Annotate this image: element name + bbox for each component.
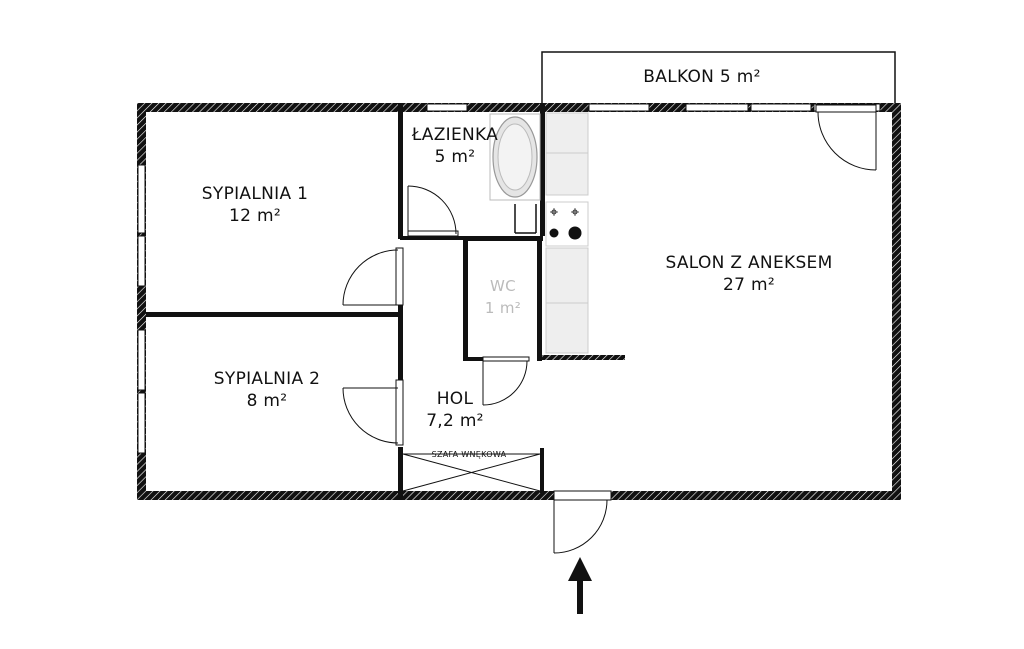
salon-area: 27 m² [723,275,775,295]
hol-area: 7,2 m² [426,411,484,431]
salon-name: SALON Z ANEKSEM [665,253,833,273]
door-swing-icon [342,104,877,554]
sypialnia1-area: 12 m² [229,206,281,226]
closet-label: SZAFA WNĘKOWA [431,450,507,459]
balkon-name: BALKON 5 m² [643,67,761,87]
interior-walls [146,103,545,500]
wc-name: WC [490,277,516,295]
lazienka-area: 5 m² [434,147,476,167]
arrow-up-icon [568,557,592,614]
label-sypialnia1: SYPIALNIA 1 12 m² [202,183,308,227]
label-wc: WC 1 m² [485,275,521,319]
bathtub-icon [489,113,541,201]
sypialnia1-name: SYPIALNIA 1 [201,184,309,204]
wc-area: 1 m² [484,299,522,317]
hol-name: HOL [436,389,474,409]
sypialnia2-area: 8 m² [246,391,288,411]
kitchen-counter [545,112,589,354]
half-wall [542,355,625,360]
label-balkon: BALKON 5 m² [643,66,760,88]
sypialnia2-name: SYPIALNIA 2 [213,369,321,389]
windows [137,103,881,454]
bathroom-fixture [514,204,537,234]
lazienka-name: ŁAZIENKA [411,125,499,145]
label-sypialnia2: SYPIALNIA 2 8 m² [214,368,320,412]
label-hol: HOL 7,2 m² [426,388,484,432]
label-salon: SALON Z ANEKSEM 27 m² [665,252,832,296]
outer-walls [137,103,901,500]
closet [402,453,541,492]
label-lazienka: ŁAZIENKA 5 m² [412,124,498,168]
stove-icon [545,201,589,247]
